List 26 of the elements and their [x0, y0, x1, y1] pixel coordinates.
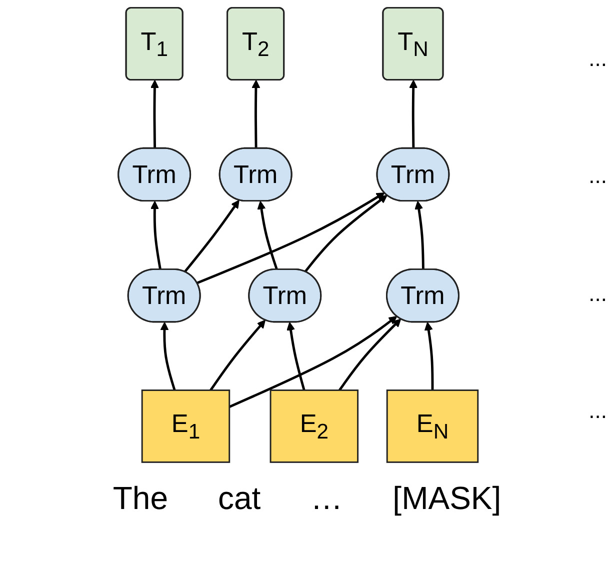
arrow	[160, 322, 176, 391]
node-box: E$_{N}$	[386, 390, 478, 463]
arrow	[150, 200, 162, 270]
input-word: The	[112, 480, 168, 517]
arrow	[196, 192, 385, 284]
arrow	[184, 200, 240, 273]
arrow	[251, 80, 260, 149]
input-word: cat	[218, 480, 261, 517]
node-box: E$_{1}$	[141, 390, 230, 463]
arrow	[286, 322, 306, 391]
ellipsis: ...	[588, 163, 607, 190]
arrow	[408, 80, 418, 149]
arrow	[338, 318, 401, 391]
arrow	[209, 320, 266, 391]
arrow	[228, 316, 397, 408]
ellipsis: ...	[588, 46, 607, 72]
node-box: E$_{2}$	[270, 390, 358, 463]
ellipsis: ...	[588, 398, 607, 424]
arrow	[414, 200, 424, 270]
arrow	[256, 200, 278, 270]
arrow	[304, 194, 388, 272]
arrow	[424, 322, 434, 390]
arrow	[150, 80, 159, 149]
input-word: [MASK]	[392, 480, 502, 517]
ellipsis: ...	[588, 280, 607, 307]
input-word: …	[310, 480, 343, 517]
